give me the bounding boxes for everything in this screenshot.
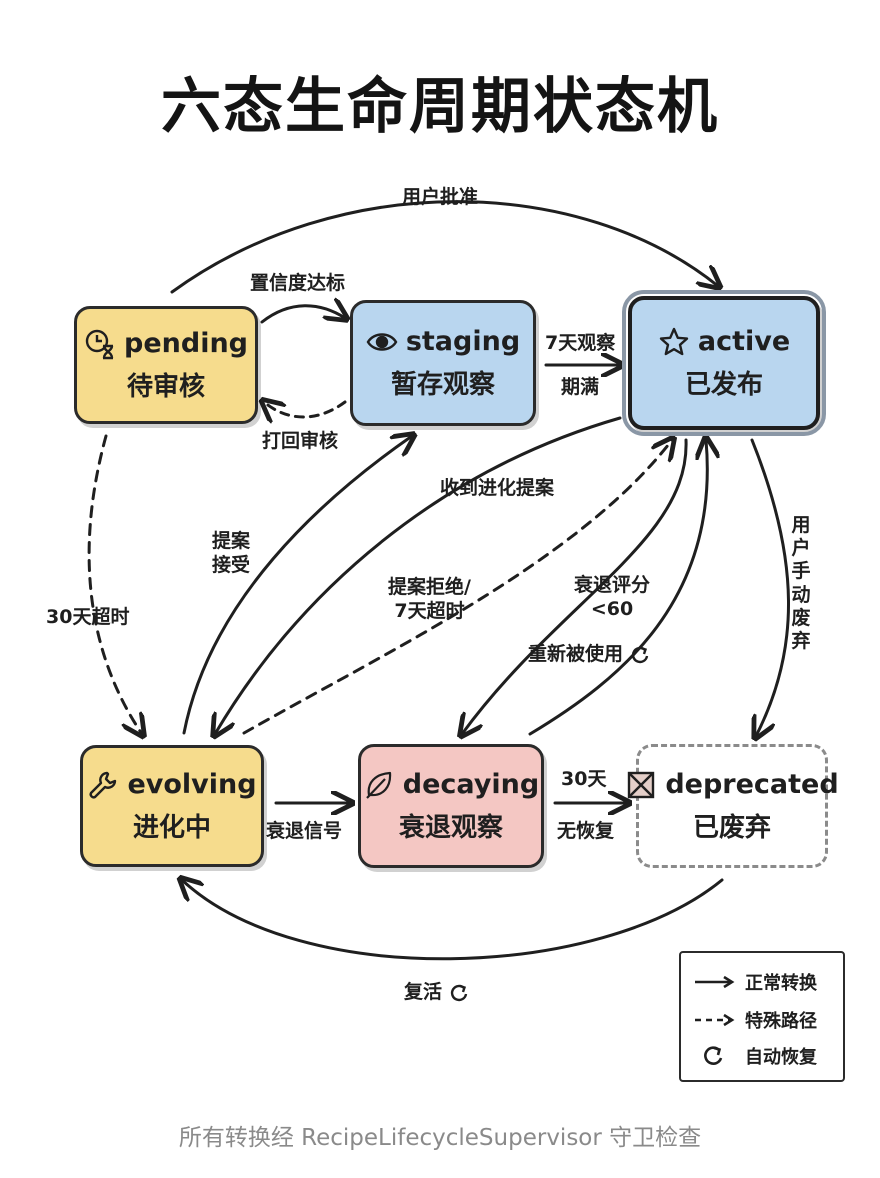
legend-special-label: 特殊路径: [745, 1011, 817, 1032]
label-reused-text: 重新被使用: [528, 643, 624, 665]
arrow-reused: [528, 440, 707, 736]
leaf-icon: [365, 771, 391, 799]
hourglass-clock-icon: [85, 329, 114, 359]
state-evolving: evolving 进化中: [80, 745, 264, 867]
page-title: 六态生命周期状态机: [161, 72, 719, 142]
label-timeout-30days: 30天超时: [46, 606, 130, 628]
arrow-received-proposal: [215, 416, 622, 734]
x-box-icon: [628, 771, 655, 798]
arrow-proposal-accepted: [182, 436, 412, 735]
arrow-reject-review: [264, 402, 347, 417]
label-user-deprecate: 用户手动废弃: [791, 514, 811, 652]
label-proposal-accepted-line2: 接受: [212, 553, 251, 576]
state-pending-en: pending: [124, 328, 248, 359]
label-confidence-reached: 置信度达标: [250, 272, 346, 294]
label-revive-text: 复活: [404, 981, 443, 1003]
solid-arrow-icon: [695, 975, 735, 989]
label-decay-signal: 衰退信号: [266, 820, 343, 842]
state-active-zh: 已发布: [684, 369, 763, 400]
auto-recover-icon: [704, 1046, 723, 1065]
wrench-icon: [89, 771, 117, 798]
legend-item-special: 特殊路径: [693, 1007, 817, 1033]
arrow-timeout-30days: [87, 434, 142, 734]
label-no-recovery: 无恢复: [557, 820, 615, 842]
star-icon: [659, 327, 689, 355]
label-received-proposal: 收到进化提案: [440, 477, 555, 499]
dashed-arrow-icon: [695, 1013, 735, 1027]
label-reject-review: 打回审核: [262, 430, 339, 452]
state-active-en: active: [697, 326, 791, 357]
label-proposal-rejected-line1: 提案拒绝/: [388, 576, 471, 598]
label-proposal-rejected-line2: 7天超时: [394, 599, 465, 622]
label-decay-score-line1: 衰退评分: [574, 574, 651, 596]
legend: 正常转换 特殊路径 自动恢复: [679, 951, 845, 1082]
state-deprecated-zh: 已废弃: [692, 812, 771, 843]
state-deprecated: deprecated 已废弃: [628, 744, 839, 868]
state-pending: pending 待审核: [74, 306, 258, 424]
state-pending-zh: 待审核: [126, 371, 205, 402]
arrow-proposal-rejected: [242, 440, 672, 735]
state-decaying: decaying 衰退观察: [358, 744, 544, 868]
arrow-revive: [182, 880, 724, 961]
label-proposal-rejected: 提案拒绝/ 7天超时: [388, 576, 471, 624]
legend-item-auto: 自动恢复: [693, 1043, 817, 1069]
arrow-user-deprecate: [750, 438, 790, 736]
legend-auto-label: 自动恢复: [745, 1047, 817, 1068]
label-reused: 重新被使用: [528, 643, 650, 667]
legend-normal-label: 正常转换: [745, 973, 817, 994]
label-user-approve: 用户批准: [402, 186, 479, 208]
auto-recover-icon: [631, 646, 648, 663]
label-decay-score: 衰退评分 <60: [574, 574, 650, 622]
label-30days: 30天: [561, 768, 607, 790]
arrow-decay-score: [462, 438, 688, 734]
label-proposal-accepted-line1: 提案: [212, 530, 251, 552]
state-deprecated-en: deprecated: [665, 769, 839, 800]
state-staging-zh: 暂存观察: [390, 369, 495, 400]
state-staging-en: staging: [405, 326, 521, 357]
label-proposal-accepted: 提案 接受: [212, 530, 250, 578]
label-expired: 期满: [561, 376, 600, 398]
state-staging: staging 暂存观察: [350, 300, 536, 426]
label-revive: 复活: [404, 981, 469, 1005]
state-evolving-zh: 进化中: [132, 812, 211, 843]
state-evolving-en: evolving: [127, 769, 257, 800]
label-observe-7days: 7天观察: [545, 332, 616, 354]
auto-recover-icon: [450, 984, 467, 1001]
state-decaying-zh: 衰退观察: [398, 812, 503, 843]
footer-note: 所有转换经 RecipeLifecycleSupervisor 守卫检查: [178, 1125, 702, 1151]
eye-icon: [366, 332, 398, 351]
arrow-confidence-reached: [260, 306, 345, 324]
legend-item-normal: 正常转换: [693, 969, 817, 995]
label-decay-score-line2: <60: [590, 597, 634, 620]
arrow-user-approve: [170, 200, 718, 294]
state-active: active 已发布: [622, 290, 826, 436]
state-decaying-en: decaying: [402, 769, 540, 800]
